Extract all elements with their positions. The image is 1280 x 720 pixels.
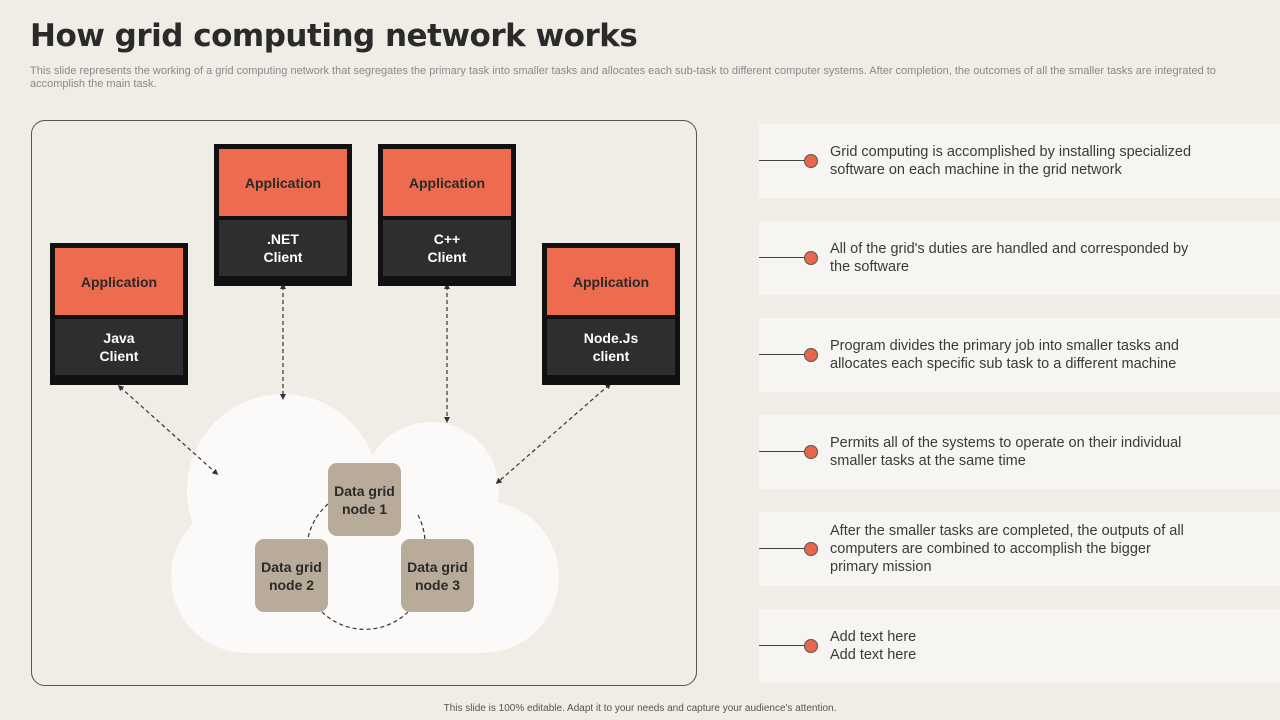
application-label: Application [55,248,183,315]
step-bullet-dot [804,348,818,362]
application-label: Application [219,149,347,216]
data-grid-node-3: Data grid node 3 [401,539,474,612]
step-bullet-dot [804,251,818,265]
step-text: Grid computing is accomplished by instal… [830,144,1192,178]
step-bullet-dot [804,445,818,459]
step-connector-line [759,548,807,549]
client-name: Java Client [55,319,183,375]
nodejs-client-card: Application Node.Js client [542,243,680,385]
step-item-3: Program divides the primary job into sma… [759,318,1280,392]
step-text: After the smaller tasks are completed, t… [830,523,1184,575]
application-label: Application [383,149,511,216]
java-client-card: Application Java Client [50,243,188,385]
application-label: Application [547,248,675,315]
step-text: Add text here Add text here [830,629,917,663]
step-item-5: After the smaller tasks are completed, t… [759,512,1280,586]
step-bullet-dot [804,639,818,653]
step-text: All of the grid's duties are handled and… [830,241,1189,275]
data-grid-node-2: Data grid node 2 [255,539,328,612]
net-client-card: Application .NET Client [214,144,352,286]
step-connector-line [759,354,807,355]
step-bullet-dot [804,542,818,556]
step-connector-line [759,160,807,161]
diagram-panel [31,120,697,686]
step-item-1: Grid computing is accomplished by instal… [759,124,1280,198]
page-title: How grid computing network works [30,18,638,54]
cpp-client-card: Application C++ Client [378,144,516,286]
step-bullet-dot [804,154,818,168]
step-item-2: All of the grid's duties are handled and… [759,221,1280,295]
step-connector-line [759,451,807,452]
page-subtitle: This slide represents the working of a g… [30,65,1216,90]
footer-note: This slide is 100% editable. Adapt it to… [443,703,837,714]
step-connector-line [759,645,807,646]
data-grid-node-1: Data grid node 1 [328,463,401,536]
step-text: Program divides the primary job into sma… [830,338,1179,372]
client-name: Node.Js client [547,319,675,375]
client-name: C++ Client [383,220,511,276]
step-text: Permits all of the systems to operate on… [830,435,1182,469]
step-connector-line [759,257,807,258]
client-name: .NET Client [219,220,347,276]
step-item-4: Permits all of the systems to operate on… [759,415,1280,489]
step-item-6: Add text here Add text here [759,609,1280,683]
